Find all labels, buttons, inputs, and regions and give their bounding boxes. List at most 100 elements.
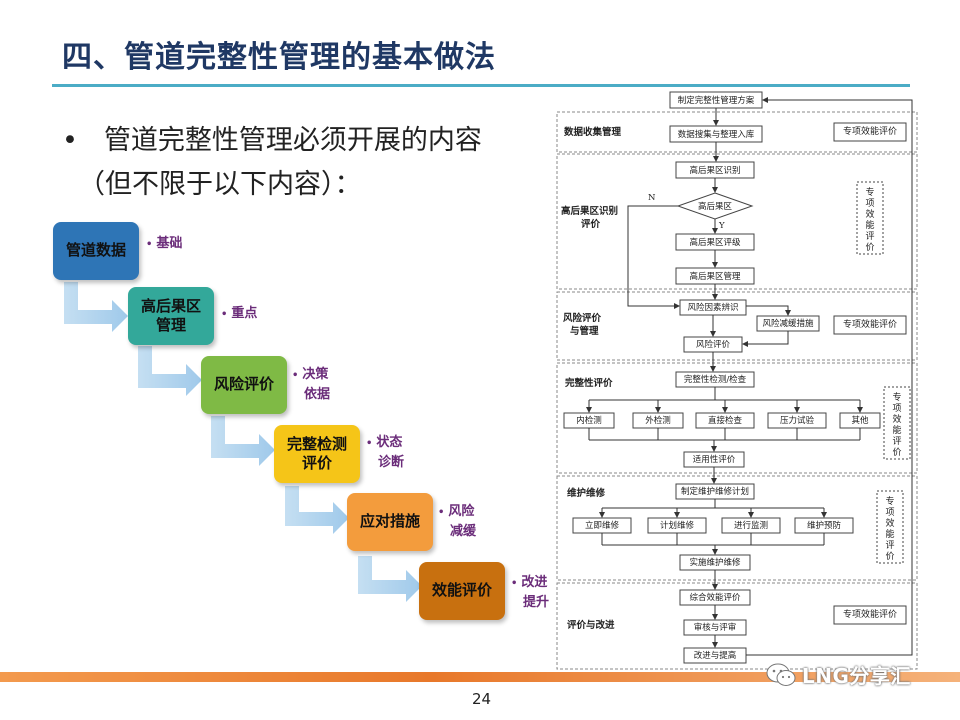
svg-text:评: 评 [865,231,874,242]
bullet-line-1: 管道完整性管理必须开展的内容 [103,125,482,156]
note-dot-icon: • [221,309,228,320]
svg-text:其他: 其他 [851,415,869,426]
side-eval-maintenance [876,490,904,564]
step-box-hca-management: 高后果区管理 [128,287,214,345]
section-data [556,111,918,153]
svg-text:内检测: 内检测 [576,415,602,426]
svg-text:价: 价 [865,242,874,253]
bullet-text: • 管道完整性管理必须开展的内容 [62,118,482,157]
svg-text:专: 专 [865,186,874,198]
svg-text:计划维修: 计划维修 [660,520,695,531]
svg-text:高后果区: 高后果区 [698,201,733,212]
step-note-decision-basis: •决策 依据 [292,367,331,402]
step-box-countermeasures: 应对措施 [347,493,433,551]
step-note-foundation: •基础 [146,236,183,251]
step-arrow-1 [64,282,128,332]
step-box-integrity-inspection: 完整检测评价 [274,425,360,483]
slide-title: 四、管道完整性管理的基本做法 [62,40,496,75]
step-arrow-4 [285,486,349,534]
wechat-icon [766,663,796,686]
section-label-risk-2: 与管理 [570,325,599,337]
svg-text:制定维护维修计划: 制定维护维修计划 [681,486,749,497]
side-eval-evaluation [833,605,907,625]
svg-text:直接检查: 直接检查 [708,415,743,426]
svg-text:改进与提高: 改进与提高 [694,650,737,661]
svg-text:效: 效 [892,413,901,425]
svg-text:专项效能评价: 专项效能评价 [843,608,897,620]
note-dot-icon: • [366,438,373,449]
svg-text:专项效能评价: 专项效能评价 [843,125,897,137]
node-labels: 制定完整性管理方案 数据搜集与整理入库 高后果区识别 高后果区 高后果区评级 高… [576,95,897,661]
side-eval-risk [833,315,907,335]
step-note-focus: •重点 [221,306,258,321]
title-rule [52,84,910,87]
section-evaluation [556,582,918,670]
section-labels: 数据收集管理 高后果区识别 评价 风险评价 与管理 完整性评价 维护维修 评价与… [561,126,622,631]
section-label-hca-1: 高后果区识别 [561,205,618,217]
svg-text:高后果区评级: 高后果区评级 [689,237,741,248]
svg-text:专: 专 [885,495,894,507]
bullet-dot-icon: • [62,125,78,156]
step-arrow-3 [211,416,275,466]
note-dot-icon: • [292,370,299,381]
svg-text:风险减缓措施: 风险减缓措施 [762,318,814,329]
svg-text:项: 项 [885,507,894,518]
section-integrity [556,362,918,474]
section-label-hca-2: 评价 [581,218,601,230]
note-dot-icon: • [438,507,445,518]
step-note-risk-mitigation: •风险 减缓 [438,504,477,539]
step-note-improvement: •改进 提升 [511,575,550,610]
step-box-pipeline-data: 管道数据 [53,222,139,280]
page-number: 24 [472,690,492,708]
side-eval-hca [856,181,884,255]
svg-text:立即维修: 立即维修 [585,520,620,531]
svg-text:风险因素辨识: 风险因素辨识 [687,302,738,313]
section-risk [556,291,918,361]
decision-yes-label: Y [718,221,725,231]
step-arrow-2 [138,346,202,396]
section-label-maintenance: 维护维修 [567,487,606,499]
svg-text:能: 能 [865,219,874,231]
footer-band [0,672,960,682]
watermark: LNG分享汇 [766,660,911,689]
svg-text:进行监测: 进行监测 [734,520,768,531]
section-label-risk-1: 风险评价 [563,312,602,324]
svg-text:风险评价: 风险评价 [696,339,731,350]
bullet-line-2: （但不限于以下内容）： [78,169,362,200]
step-note-status-diagnosis: •状态 诊断 [366,435,405,470]
section-label-data: 数据收集管理 [563,126,622,138]
side-eval-integrity [883,386,911,460]
svg-text:效: 效 [885,517,894,529]
svg-text:高后果区管理: 高后果区管理 [689,271,741,282]
svg-text:项: 项 [865,198,874,209]
svg-text:数据搜集与整理入库: 数据搜集与整理入库 [678,129,755,140]
svg-text:完整性检测/检查: 完整性检测/检查 [684,374,747,385]
svg-text:适用性评价: 适用性评价 [693,454,736,465]
step-box-risk-assessment: 风险评价 [201,356,287,414]
svg-text:能: 能 [885,528,894,540]
note-dot-icon: • [146,239,153,250]
svg-text:评: 评 [885,540,894,551]
svg-text:维护预防: 维护预防 [807,520,842,531]
side-eval-data [833,122,907,142]
note-dot-icon: • [511,578,518,589]
svg-text:制定完整性管理方案: 制定完整性管理方案 [678,95,755,106]
decision-no-label: N [648,193,656,203]
svg-text:能: 能 [892,424,901,436]
svg-text:价: 价 [885,551,894,562]
svg-text:外检测: 外检测 [645,415,671,426]
svg-text:审核与评审: 审核与评审 [694,622,737,633]
svg-text:实施维护维修: 实施维护维修 [689,557,741,568]
svg-text:评: 评 [892,436,901,447]
svg-text:价: 价 [892,447,901,458]
section-label-integrity: 完整性评价 [565,377,613,389]
watermark-text: LNG分享汇 [802,664,911,688]
step-label: 管道数据 [65,241,126,260]
svg-text:效: 效 [865,208,874,220]
section-maintenance [556,475,918,581]
flow-connectors [586,97,913,656]
svg-text:项: 项 [892,403,901,414]
section-hca [556,153,918,290]
